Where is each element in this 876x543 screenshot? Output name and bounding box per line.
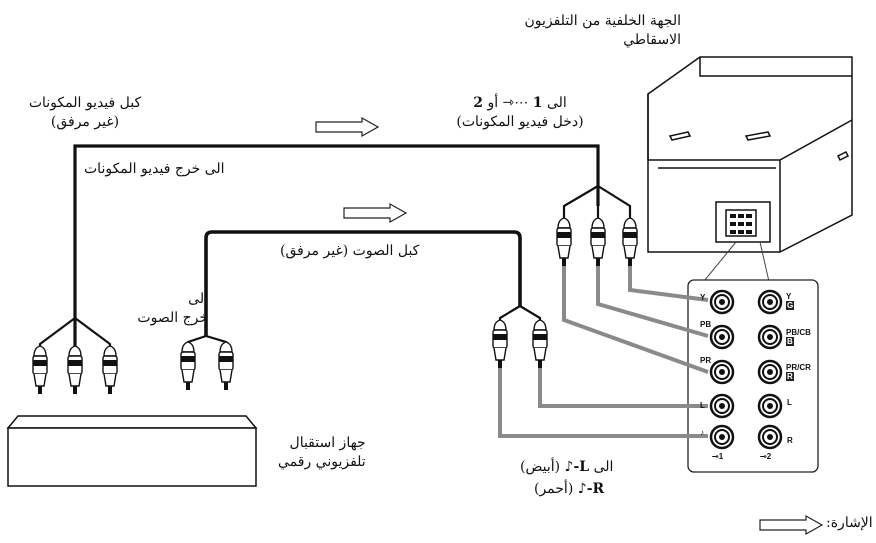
component-cable [73, 144, 600, 352]
tv-terminal-icon [730, 214, 752, 234]
component-cable-label: كبل فيديو المكونات(غير مرفق) [28, 95, 142, 130]
to-R-label: R-♪ (أحمر) [534, 481, 605, 497]
to-L-label: الى L-♪ (أبيض) [520, 459, 614, 475]
audio-cable-label: كبل الصوت (غير مرفق) [280, 243, 420, 259]
audio-cable [204, 230, 522, 336]
input-2-label: ⊸2 [760, 452, 772, 461]
jack-label-l: L [700, 401, 705, 410]
jack-label-y: Y [700, 293, 706, 302]
input-1-label: ⊸1 [712, 452, 724, 461]
right-label-l: L [787, 398, 792, 407]
legend-arrow-icon [759, 514, 824, 536]
tv-back-illustration [647, 56, 853, 253]
receiver-box [6, 415, 258, 487]
signal-flow-arrows [315, 116, 824, 536]
jack-label-pr: PR [700, 356, 712, 365]
to-component-input-label: الى 1 ⋯⇾ أو 2 (دخل فيديو المكونات) [456, 95, 584, 130]
signal-flow-legend: مسار الإشارة: [826, 515, 876, 531]
jack-label-pb: PB [700, 320, 712, 329]
to-component-output-label: الى خرج فيديو المكونات [84, 161, 225, 177]
zoom-lines [699, 241, 771, 287]
panel-wires [498, 266, 709, 438]
right-label-r: R [787, 436, 793, 445]
jack-label-r: ♪ [700, 428, 704, 437]
